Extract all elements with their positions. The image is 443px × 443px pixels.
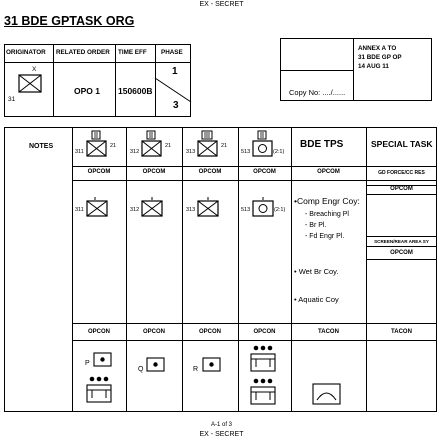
battery-icon-col4-top — [250, 345, 276, 372]
opcom-col-1: OPCOM — [87, 169, 111, 175]
unit-p-recce-icon — [93, 352, 112, 367]
unit-312-header-icon — [141, 130, 162, 157]
unit-q-label: Q — [138, 366, 144, 373]
unit-312-company-icon — [141, 197, 163, 217]
unit-513-higher: (2:1) — [273, 149, 285, 155]
annex-ref: 31 BDE GP OP — [358, 54, 402, 61]
task-org-table — [4, 127, 437, 412]
related-order-value: OPO 1 — [74, 86, 100, 96]
unit-q-recce-icon — [146, 357, 165, 372]
row2-unit-513: 513 — [241, 207, 251, 213]
annex-box — [280, 38, 432, 101]
unit-311-designator: 311 — [75, 149, 84, 155]
header-table — [4, 44, 191, 117]
opcon-col-3: OPCON — [198, 329, 221, 335]
opcom-col-4: OPCOM — [253, 169, 276, 175]
originator-echelon: X — [32, 66, 37, 73]
screen-rear-area-label: SCREEN/REAR AREA SY — [374, 239, 429, 244]
opcom-col-5: OPCOM — [317, 169, 340, 175]
special-opcom-2: OPCOM — [390, 250, 413, 256]
opcom-col-3: OPCOM — [198, 169, 222, 175]
opcon-col-2: OPCON — [142, 329, 165, 335]
fd-engr-pl: - Fd Engr Pl. — [305, 233, 345, 240]
annex-label: ANNEX A TO — [358, 45, 397, 52]
unit-513-company-icon — [252, 197, 274, 217]
row2-unit-513-suffix: (2:1) — [274, 207, 286, 213]
unit-312-designator: 312 — [130, 149, 140, 155]
opcon-col-1: OPCON — [87, 329, 110, 335]
opcon-col-4: OPCON — [253, 329, 276, 335]
special-task-header: SPECIAL TASK — [371, 139, 433, 149]
unit-312-higher: 21 — [165, 143, 172, 149]
phase-divider — [154, 77, 192, 103]
bridging-unit-icon — [312, 383, 341, 405]
classification-top: EX - SECRET — [199, 1, 244, 8]
unit-r-recce-icon — [202, 357, 221, 372]
unit-p-label: P — [85, 360, 90, 367]
unit-311-company-icon — [86, 197, 108, 217]
row2-unit-312: 312 — [130, 207, 140, 213]
gd-force-label: GD FORCE/CC RES — [378, 170, 425, 176]
unit-313-company-icon — [197, 197, 219, 217]
unit-513-header-icon — [252, 130, 273, 157]
battery-icon-p — [86, 376, 112, 403]
row2-unit-311: 311 — [75, 207, 84, 213]
classification-bottom: EX - SECRET — [199, 431, 244, 438]
special-opcom-1: OPCOM — [390, 186, 413, 192]
br-pl: - Br Pl. — [305, 222, 327, 229]
time-eff-label: TIME EFF — [118, 49, 147, 56]
time-eff-value: 150600B — [118, 86, 153, 96]
phase-top: 1 — [172, 66, 178, 77]
originator-unit-symbol-icon — [18, 74, 42, 93]
row2-unit-313: 313 — [186, 207, 196, 213]
related-order-label: RELATED ORDER — [56, 49, 110, 56]
tacon-col-5: TACON — [318, 329, 339, 335]
tacon-special: TACON — [391, 329, 412, 335]
wet-br-coy: • Wet Br Coy. — [294, 267, 339, 276]
notes-header: NOTES — [29, 143, 54, 150]
page-title: 31 BDE GPTASK ORG — [4, 14, 135, 28]
unit-313-header-icon — [197, 130, 218, 157]
unit-313-higher: 21 — [221, 143, 228, 149]
phase-label: PHASE — [161, 49, 183, 56]
bde-tps-header: BDE TPS — [300, 139, 344, 150]
unit-313-designator: 313 — [186, 149, 196, 155]
originator-label: ORIGINATOR — [6, 49, 46, 56]
annex-date: 14 AUG 11 — [358, 63, 389, 70]
unit-r-label: R — [193, 366, 199, 373]
unit-311-higher: 21 — [110, 143, 117, 149]
page-number: A-1 of 3 — [210, 422, 232, 428]
unit-311-header-icon — [86, 130, 107, 157]
comp-engr-coy: •Comp Engr Coy: — [294, 196, 360, 206]
battery-icon-col4-bottom — [250, 378, 276, 405]
aquatic-coy: • Aquatic Coy — [294, 295, 339, 304]
originator-unit: 31 — [8, 96, 16, 103]
copy-no: Copy No: ..../...... — [289, 88, 346, 97]
unit-513-designator: 513 — [241, 149, 251, 155]
breaching-pl: - Breaching Pl — [305, 211, 349, 218]
phase-bottom: 3 — [173, 100, 179, 111]
opcom-col-2: OPCOM — [142, 169, 166, 175]
